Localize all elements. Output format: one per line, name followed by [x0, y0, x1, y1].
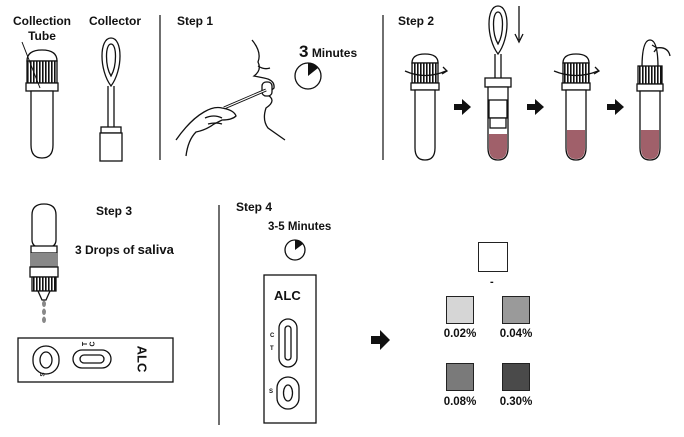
step4-cassette-name: ALC [274, 288, 301, 303]
step2-open-tube-icon [404, 53, 449, 161]
result-label: 0.04% [499, 328, 533, 340]
result-swatch [502, 363, 530, 391]
step4-timer-icon [284, 239, 306, 261]
step4-s-mark: S [269, 389, 274, 395]
step3-dropper-icon [29, 203, 59, 323]
timer-icon [294, 62, 322, 90]
step4-title: Step 4 [236, 200, 273, 214]
negative-result-label: - [490, 276, 494, 288]
step2-close-cap-icon [553, 53, 601, 161]
step4-t-mark: T [270, 346, 274, 352]
arrow-right-icon [454, 99, 471, 115]
step1-saliva-collection-illustration [175, 39, 286, 157]
negative-result-swatch [478, 242, 508, 272]
arrow-right-icon [527, 99, 544, 115]
result-label: 0.08% [443, 396, 477, 408]
collection-tube-label: Collection Tube [12, 14, 71, 43]
step2-title: Step 2 [398, 14, 435, 28]
result-swatch [446, 296, 474, 324]
collector-icon [99, 37, 123, 162]
result-swatch [502, 296, 530, 324]
step4-minutes: 3-5 Minutes [268, 221, 332, 233]
cassette-s-mark: S [40, 372, 47, 377]
step3-drops-text: 3 Drops of saliva [75, 242, 174, 258]
result-label: 0.30% [499, 396, 533, 408]
step3-test-cassette-icon [17, 337, 174, 383]
result-label: 0.02% [443, 328, 477, 340]
step1-title: Step 1 [177, 14, 214, 28]
step3-cassette-name: ALC [134, 345, 150, 373]
step2-insert-collector-icon [484, 5, 524, 161]
cassette-c-mark: C [89, 341, 97, 347]
step4-test-cassette-icon [263, 274, 317, 424]
collector-label: Collector [89, 14, 142, 28]
arrow-right-icon [607, 99, 624, 115]
step4-c-mark: C [270, 333, 275, 339]
step1-minutes: 3 Minutes [299, 42, 358, 61]
collection-tube-icon [21, 41, 59, 159]
cassette-t-mark: T [82, 341, 90, 347]
step2-twist-tip-icon [636, 39, 671, 161]
arrow-right-icon [371, 330, 390, 350]
step3-title: Step 3 [96, 204, 133, 218]
result-swatch [446, 363, 474, 391]
